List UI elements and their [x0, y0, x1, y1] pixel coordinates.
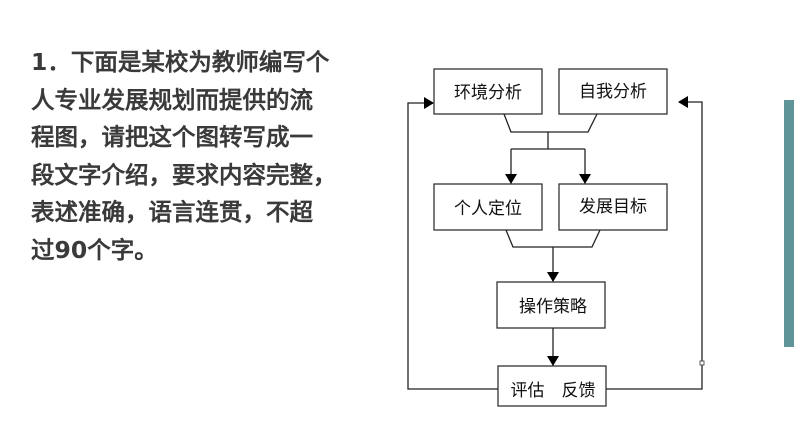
- feedback-loop-left: [407, 97, 498, 390]
- question-line: 段文字介绍，要求内容完整，: [31, 160, 337, 189]
- question-line: 过90个字。: [31, 235, 158, 264]
- label-strategy: 操作策略: [519, 297, 587, 317]
- merge-bracket-1: [503, 113, 598, 133]
- label-evaluation-feedback: 评估 反馈: [511, 381, 596, 401]
- accent-bar: [784, 100, 794, 347]
- connector-handle: [699, 360, 705, 366]
- box-self-analysis: [558, 68, 668, 115]
- box-personal-position: [433, 183, 543, 231]
- box-evaluation-feedback: [497, 365, 607, 407]
- box-development-goal: [558, 183, 668, 231]
- label-self-analysis: 自我分析: [579, 82, 647, 102]
- feedback-loop-right: [606, 96, 703, 390]
- question-line: 人专业发展规划而提供的流: [31, 85, 313, 114]
- box-strategy: [496, 281, 606, 329]
- question-line: 表述准确，语言连贯，不超: [31, 198, 313, 226]
- split-connector: [511, 132, 585, 150]
- label-personal-position: 个人定位: [454, 199, 522, 219]
- label-env-analysis: 环境分析: [454, 83, 522, 103]
- question-text: 1．下面是某校为教师编写个 人专业发展规划而提供的流 程图，请把这个图转写成一 …: [31, 44, 391, 269]
- merge-bracket-2: [505, 229, 601, 248]
- question-line: 1．下面是某校为教师编写个: [31, 48, 330, 76]
- box-env-analysis: [433, 68, 543, 115]
- label-development-goal: 发展目标: [579, 197, 647, 217]
- question-line: 程图，请把这个图转写成一: [31, 123, 313, 151]
